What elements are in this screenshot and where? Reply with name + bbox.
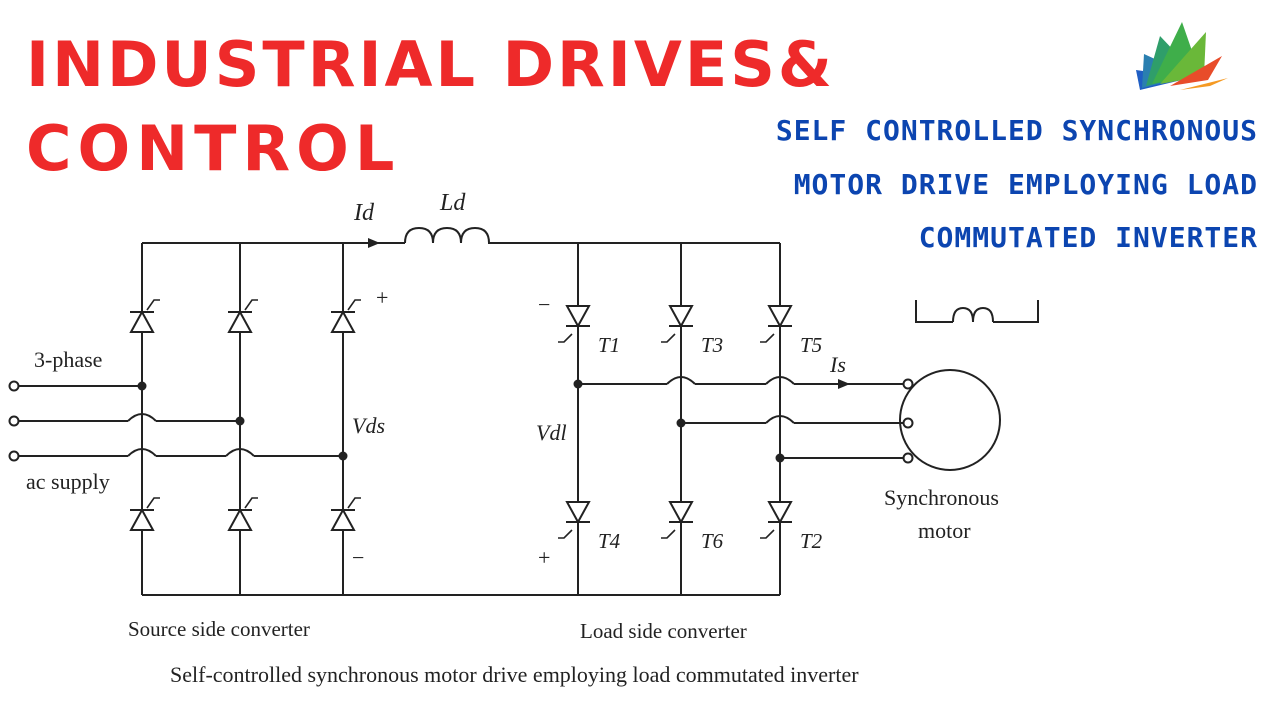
label-source-side-converter: Source side converter: [128, 617, 310, 641]
label-motor-line-1: Synchronous: [884, 485, 999, 510]
leaf-fan-logo-icon: [1136, 22, 1228, 90]
thyristor-t5: [759, 299, 793, 343]
label-t6: T6: [701, 529, 724, 553]
label-minus-load: −: [538, 292, 550, 317]
subtitle-line-2: MOTOR DRIVE EMPLOYING LOAD: [793, 168, 1258, 201]
label-id: Id: [353, 200, 375, 226]
label-t5: T5: [800, 333, 822, 357]
label-t1: T1: [598, 333, 620, 357]
thyristor-source-upper-2: [227, 299, 259, 345]
label-t2: T2: [800, 529, 823, 553]
label-minus-source: −: [352, 545, 364, 570]
label-motor-line-2: motor: [918, 518, 971, 543]
label-plus-load: +: [538, 545, 550, 570]
label-load-side-converter: Load side converter: [580, 619, 747, 643]
label-vds: Vds: [352, 413, 385, 438]
label-ld: Ld: [439, 190, 466, 216]
subtitle-line-1: SELF CONTROLLED SYNCHRONOUS: [775, 114, 1258, 147]
label-ac-supply: ac supply: [26, 469, 110, 494]
label-t4: T4: [598, 529, 621, 553]
thyristor-t6: [660, 495, 694, 539]
thyristor-source-lower-2: [227, 497, 259, 543]
subtitle-line-3: COMMUTATED INVERTER: [918, 221, 1258, 254]
thyristor-source-lower-3: [330, 497, 362, 543]
label-is: Is: [829, 352, 846, 377]
thyristor-t1: [557, 299, 591, 343]
thyristor-source-upper-1: [129, 299, 161, 345]
thyristor-source-upper-3: [330, 299, 362, 345]
label-t3: T3: [701, 333, 723, 357]
figure-caption: Self-controlled synchronous motor drive …: [170, 662, 859, 687]
label-3-phase: 3-phase: [34, 347, 102, 372]
thyristor-t4: [557, 495, 591, 539]
thyristor-t2: [759, 495, 793, 539]
title-line-1: INDUSTRIAL DRIVES&: [26, 28, 835, 101]
label-plus-source: +: [376, 285, 388, 310]
thyristor-t3: [660, 299, 694, 343]
label-vdl: Vdl: [536, 420, 567, 445]
thyristor-source-lower-1: [129, 497, 161, 543]
title-line-2: CONTROL: [26, 112, 401, 185]
